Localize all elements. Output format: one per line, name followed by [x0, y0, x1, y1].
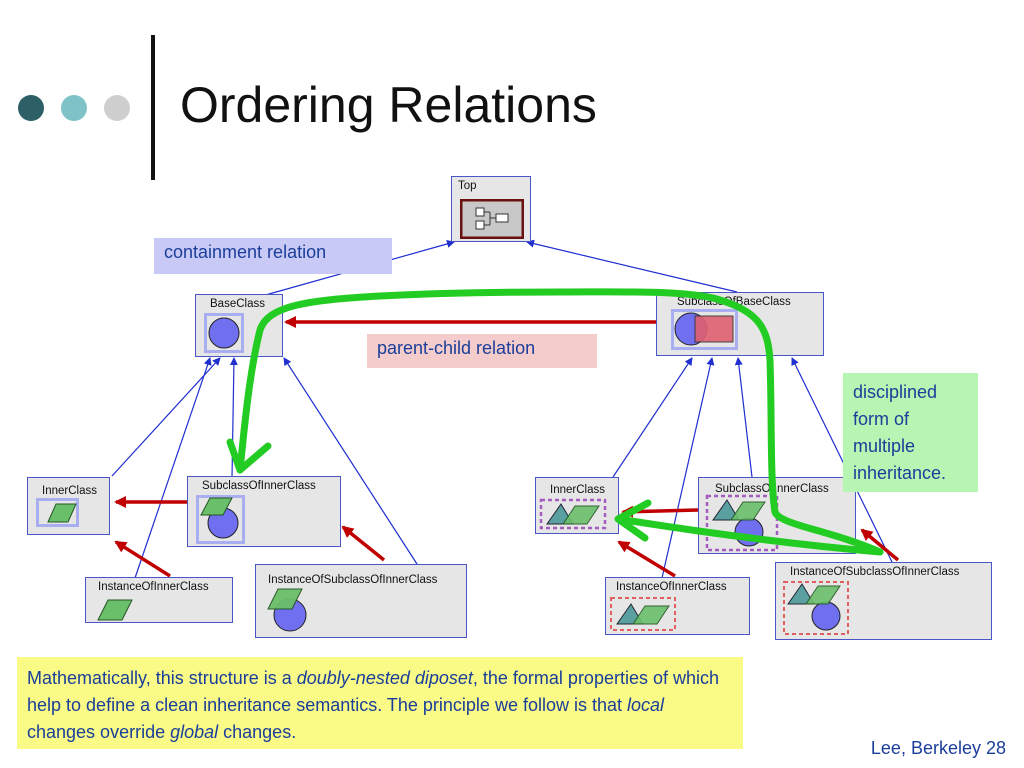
note-text: changes.: [218, 722, 297, 742]
node-instance-of-subclass-of-inner-class-left: InstanceOfSubclassOfInnerClass: [255, 564, 467, 638]
parallelogram-icon: [36, 498, 79, 527]
bullet-dot-mid: [61, 95, 87, 121]
bullet-dot-dark: [18, 95, 44, 121]
note-emphasis: global: [170, 722, 219, 742]
triangle-parallelogram-circle-icon: [783, 581, 849, 635]
node-base-class: BaseClass: [195, 294, 283, 357]
note-line: form of: [853, 409, 910, 429]
node-inner-class-left: InnerClass: [27, 477, 110, 535]
node-instance-of-inner-class-right: InstanceOfInnerClass: [605, 577, 750, 635]
parent-child-relation-label: parent-child relation: [367, 334, 597, 368]
node-subclass-of-inner-class-right: SubclassOfInnerClass: [698, 477, 856, 554]
parallelogram-circle-icon: [196, 495, 245, 544]
title-divider: [151, 35, 155, 180]
node-title: InstanceOfInnerClass: [98, 581, 209, 593]
note-text: Mathematically, this structure is a: [27, 668, 297, 688]
node-subclass-of-inner-class-left: SubclassOfInnerClass: [187, 476, 341, 547]
parent-child-arrows: [114, 316, 900, 578]
circle-rect-icon: [671, 309, 738, 350]
circle-icon: [204, 313, 244, 353]
node-instance-of-inner-class-left: InstanceOfInnerClass: [85, 577, 233, 623]
note-text: changes override: [27, 722, 171, 742]
parallelogram-circle-icon: [267, 588, 307, 632]
node-inner-class-right: InnerClass: [535, 477, 619, 534]
green-stroke-left: [236, 288, 884, 556]
green-arrowhead-left: [226, 438, 272, 474]
note-emphasis: local: [627, 695, 665, 715]
green-arrowhead-right: [614, 499, 652, 542]
note-emphasis: doubly-nested diposet: [296, 668, 473, 688]
bullet-dot-light: [104, 95, 130, 121]
diposet-note: Mathematically, this structure is a doub…: [17, 657, 743, 749]
node-title: BaseClass: [210, 298, 265, 310]
green-stroke-right: [621, 516, 884, 556]
multiple-inheritance-note: disciplined form of multiple inheritance…: [843, 373, 978, 492]
slide-footer: Lee, Berkeley 28: [870, 738, 1006, 758]
node-title: SubclassOfInnerClass: [202, 480, 316, 492]
node-title: Top: [458, 180, 477, 192]
node-title: InnerClass: [42, 485, 97, 497]
containment-relation-label: containment relation: [154, 238, 392, 274]
node-title: InstanceOfInnerClass: [616, 581, 727, 593]
triangle-parallelogram-icon: [610, 597, 676, 631]
note-text: , the formal properties of which help to…: [27, 668, 720, 715]
parallelogram-icon: [97, 599, 133, 621]
triangle-parallelogram-icon: [539, 498, 607, 530]
composite-actor-icon: [460, 199, 524, 239]
note-line: inheritance.: [853, 463, 947, 483]
node-title: InstanceOfSubclassOfInnerClass: [790, 566, 960, 578]
note-line: disciplined: [853, 382, 938, 402]
note-line: multiple: [853, 436, 916, 456]
node-title: InstanceOfSubclassOfInnerClass: [268, 574, 438, 586]
node-subclass-of-base-class: SubclassOfBaseClass: [656, 292, 824, 356]
node-top: Top: [451, 176, 531, 242]
node-instance-of-subclass-of-inner-class-right: InstanceOfSubclassOfInnerClass: [775, 562, 992, 640]
node-title: InnerClass: [550, 484, 605, 496]
slide-title: Ordering Relations: [180, 77, 597, 133]
